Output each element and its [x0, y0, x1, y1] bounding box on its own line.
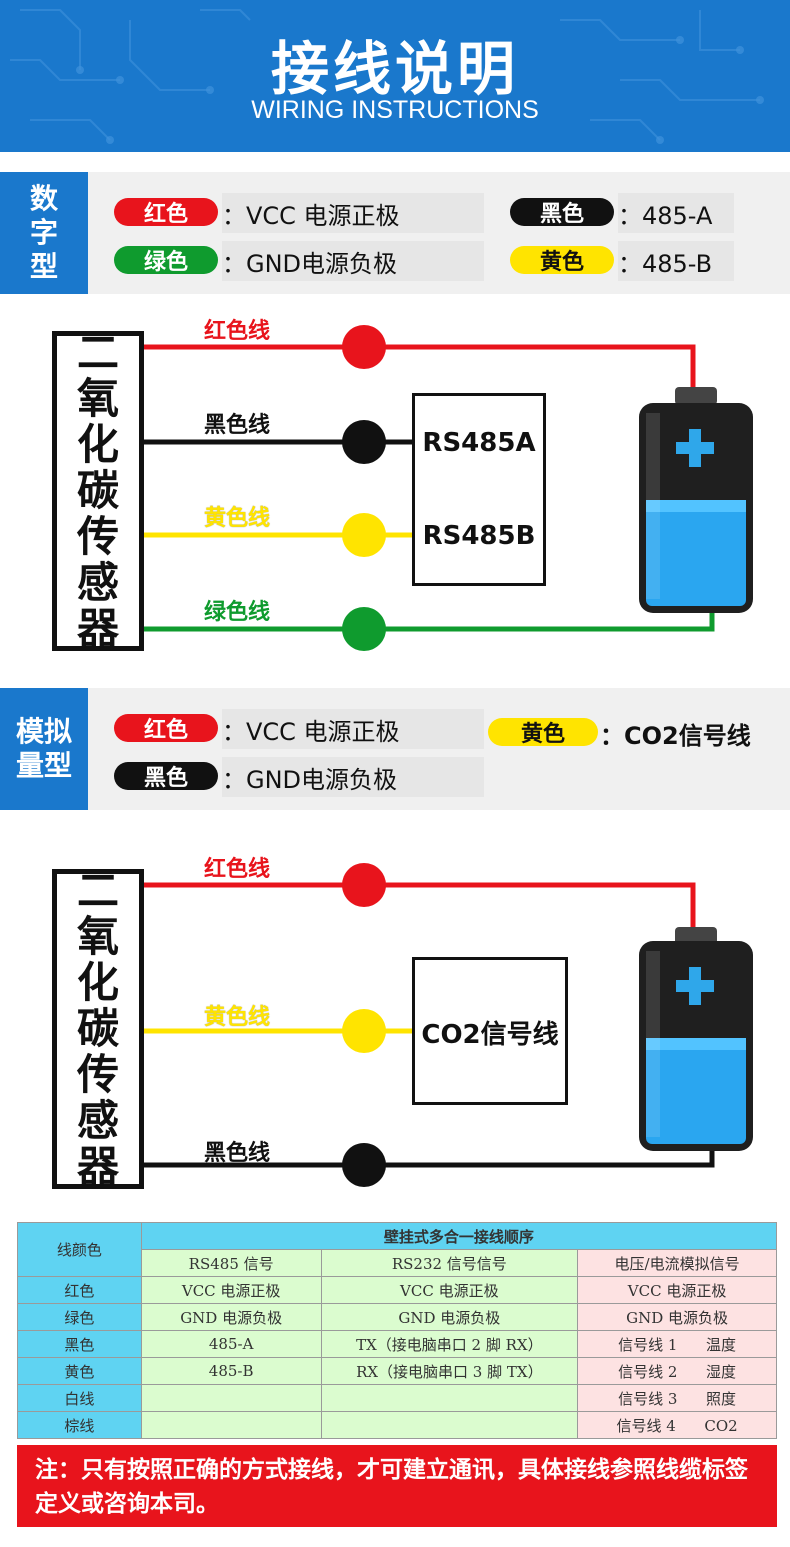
table-cell: 信号线 1 温度 [577, 1330, 777, 1358]
analog-red-pill: 红色 [114, 714, 218, 743]
digital-type-tag: 数字型 [0, 172, 88, 294]
co2-signal-box: CO2信号线 [412, 957, 568, 1105]
analog-yellow-desc: ：CO2信号线 [600, 721, 751, 750]
column-header: RS232 信号信号 [320, 1249, 579, 1277]
column-header: 电压/电流模拟信号 [577, 1249, 777, 1277]
legend-red-pill: 红色 [114, 198, 218, 227]
co2-sensor-box: 二氧化碳传感器 [52, 330, 144, 652]
table-row: 棕线 信号线 4 CO2 [17, 1411, 777, 1439]
wiring-order-table: 线颜色 壁挂式多合一接线顺序 RS485 信号 RS232 信号信号 电压/电流… [17, 1222, 778, 1439]
row-color-cell: 绿色 [17, 1303, 142, 1331]
analog-wiring-diagram: 二氧化碳传感器 红色线 黄色线 黑色线 CO2信号线 [0, 835, 790, 1205]
analog-black-pill: 黑色 [114, 762, 218, 791]
table-cell: TX（接电脑串口 2 脚 RX） [320, 1330, 579, 1358]
row-color-cell: 白线 [17, 1384, 142, 1412]
digital-legend: 数字型 红色 ：VCC 电源正极 绿色 ：GND电源负极 黑色 ：485-A 黄… [0, 172, 790, 294]
wiring-note: 注：只有按照正确的方式接线，才可建立通讯，具体接线参照线缆标签定义或咨询本司。 [17, 1445, 777, 1527]
legend-yellow-desc: ：485-B [618, 241, 734, 281]
yellow-wire-label: 黄色线 [204, 506, 271, 531]
table-cell: VCC 电源正极 [577, 1276, 777, 1304]
analog-yellow-node [342, 1009, 386, 1053]
digital-wires [140, 325, 753, 651]
row-color-cell: 红色 [17, 1276, 142, 1304]
analog-yellow-pill: 黄色 [488, 718, 598, 747]
green-wire-label: 绿色线 [204, 600, 271, 625]
table-title: 壁挂式多合一接线顺序 [140, 1222, 778, 1250]
page-subtitle: WIRING INSTRUCTIONS [251, 96, 539, 124]
green-wire-node [342, 607, 386, 651]
analog-battery-icon [639, 927, 753, 1151]
table-cell: RX（接电脑串口 3 脚 TX） [320, 1357, 579, 1385]
legend-green-desc: ：GND电源负极 [222, 241, 484, 281]
rs485-terminal-box: RS485A RS485B [412, 393, 546, 586]
table-row: 绿色 GND 电源负极 GND 电源负极 GND 电源负极 [17, 1303, 777, 1331]
column-header: RS485 信号 [140, 1249, 322, 1277]
table-cell: VCC 电源正极 [140, 1276, 322, 1304]
table-cell: 信号线 2 湿度 [577, 1357, 777, 1385]
table-cell: 信号线 4 CO2 [577, 1411, 777, 1439]
black-wire-label: 黑色线 [204, 413, 271, 438]
table-cell: 485-B [140, 1357, 322, 1385]
red-wire-node [342, 325, 386, 369]
legend-green-pill: 绿色 [114, 246, 218, 275]
table-corner-header: 线颜色 [17, 1222, 142, 1277]
table-cell: VCC 电源正极 [320, 1276, 579, 1304]
page-header: 接线说明 WIRING INSTRUCTIONS [0, 0, 790, 152]
table-cell: GND 电源负极 [577, 1303, 777, 1331]
table-cell: 信号线 3 照度 [577, 1384, 777, 1412]
analog-black-wire-label: 黑色线 [204, 1141, 271, 1166]
table-cell [320, 1384, 579, 1412]
co2-signal-label: CO2信号线 [421, 1020, 559, 1050]
table-row: 白线 信号线 3 照度 [17, 1384, 777, 1412]
battery-icon [639, 387, 753, 613]
analog-co2-sensor-box: 二氧化碳传感器 [52, 868, 144, 1190]
analog-red-node [342, 863, 386, 907]
yellow-wire-node [342, 513, 386, 557]
black-wire-node [342, 420, 386, 464]
analog-black-node [342, 1143, 386, 1187]
table-cell [320, 1411, 579, 1439]
legend-black-pill: 黑色 [510, 198, 614, 227]
legend-red-desc: ：VCC 电源正极 [222, 193, 484, 233]
rs485b-label: RS485B [422, 521, 536, 551]
table-header-row: RS485 信号 RS232 信号信号 电压/电流模拟信号 [18, 1249, 777, 1277]
analog-red-desc: ：VCC 电源正极 [222, 709, 484, 749]
analog-wires [140, 863, 753, 1187]
table-cell: 485-A [140, 1330, 322, 1358]
red-wire-label: 红色线 [204, 319, 271, 344]
analog-black-desc: ：GND电源负极 [222, 757, 484, 797]
table-row: 黄色 485-B RX（接电脑串口 3 脚 TX） 信号线 2 湿度 [17, 1357, 777, 1385]
table-cell [140, 1384, 322, 1412]
table-row: 红色 VCC 电源正极 VCC 电源正极 VCC 电源正极 [17, 1276, 777, 1304]
analog-type-tag: 模拟量型 [0, 688, 88, 810]
table-cell: GND 电源负极 [320, 1303, 579, 1331]
analog-red-wire-label: 红色线 [204, 857, 271, 882]
row-color-cell: 黑色 [17, 1330, 142, 1358]
table-row: 黑色 485-A TX（接电脑串口 2 脚 RX） 信号线 1 温度 [17, 1330, 777, 1358]
legend-black-desc: ：485-A [618, 193, 734, 233]
table-cell: GND 电源负极 [140, 1303, 322, 1331]
legend-yellow-pill: 黄色 [510, 246, 614, 275]
analog-legend: 模拟量型 红色 ：VCC 电源正极 黑色 ：GND电源负极 黄色 ：CO2信号线 [0, 688, 790, 810]
row-color-cell: 黄色 [17, 1357, 142, 1385]
page-title: 接线说明 [270, 35, 519, 103]
digital-wiring-diagram: 二氧化碳传感器 红色线 黑色线 黄色线 绿色线 RS485A RS485B [0, 295, 790, 685]
table-title-row: 线颜色 壁挂式多合一接线顺序 [17, 1222, 778, 1277]
table-cell [140, 1411, 322, 1439]
analog-yellow-wire-label: 黄色线 [204, 1005, 271, 1030]
circuit-pattern-decoration [10, 9, 764, 144]
rs485a-label: RS485A [422, 428, 536, 458]
row-color-cell: 棕线 [17, 1411, 142, 1439]
